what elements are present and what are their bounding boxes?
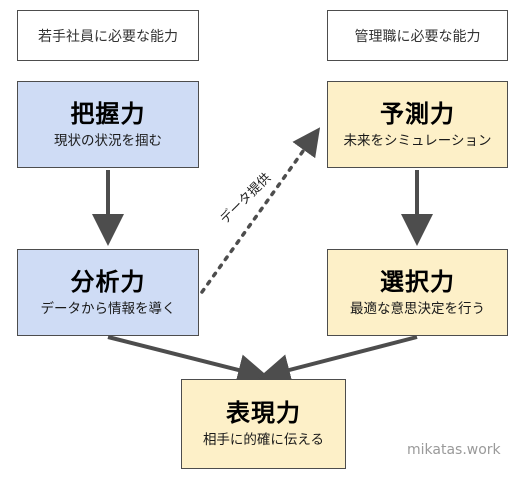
node-predict: 予測力 未来をシミュレーション bbox=[327, 81, 508, 168]
node-express-title: 表現力 bbox=[226, 399, 301, 427]
arrow-select-to-express bbox=[258, 335, 418, 386]
node-express: 表現力 相手に的確に伝える bbox=[181, 379, 346, 469]
node-analyze-subtitle: データから情報を導く bbox=[40, 300, 176, 317]
node-select-title: 選択力 bbox=[380, 267, 455, 296]
arrow-analyze-to-express bbox=[107, 335, 270, 386]
node-grasp-title: 把握力 bbox=[70, 99, 146, 128]
node-grasp-subtitle: 現状の状況を掴む bbox=[54, 132, 162, 149]
node-grasp: 把握力 現状の状況を掴む bbox=[17, 81, 199, 168]
watermark: mikatas.work bbox=[407, 442, 501, 458]
node-select: 選択力 最適な意思決定を行う bbox=[327, 249, 508, 336]
node-analyze-title: 分析力 bbox=[70, 267, 146, 296]
arrow-analyze-to-predict-dotted bbox=[200, 127, 321, 294]
header-junior: 若手社員に必要な能力 bbox=[17, 10, 199, 61]
node-select-subtitle: 最適な意思決定を行う bbox=[350, 300, 485, 317]
node-express-subtitle: 相手に的確に伝える bbox=[202, 432, 325, 448]
header-manager: 管理職に必要な能力 bbox=[327, 10, 508, 61]
header-junior-label: 若手社員に必要な能力 bbox=[38, 28, 178, 45]
node-predict-subtitle: 未来をシミュレーション bbox=[343, 132, 492, 149]
node-analyze: 分析力 データから情報を導く bbox=[17, 249, 199, 336]
header-manager-label: 管理職に必要な能力 bbox=[354, 28, 481, 45]
node-predict-title: 予測力 bbox=[380, 99, 455, 128]
